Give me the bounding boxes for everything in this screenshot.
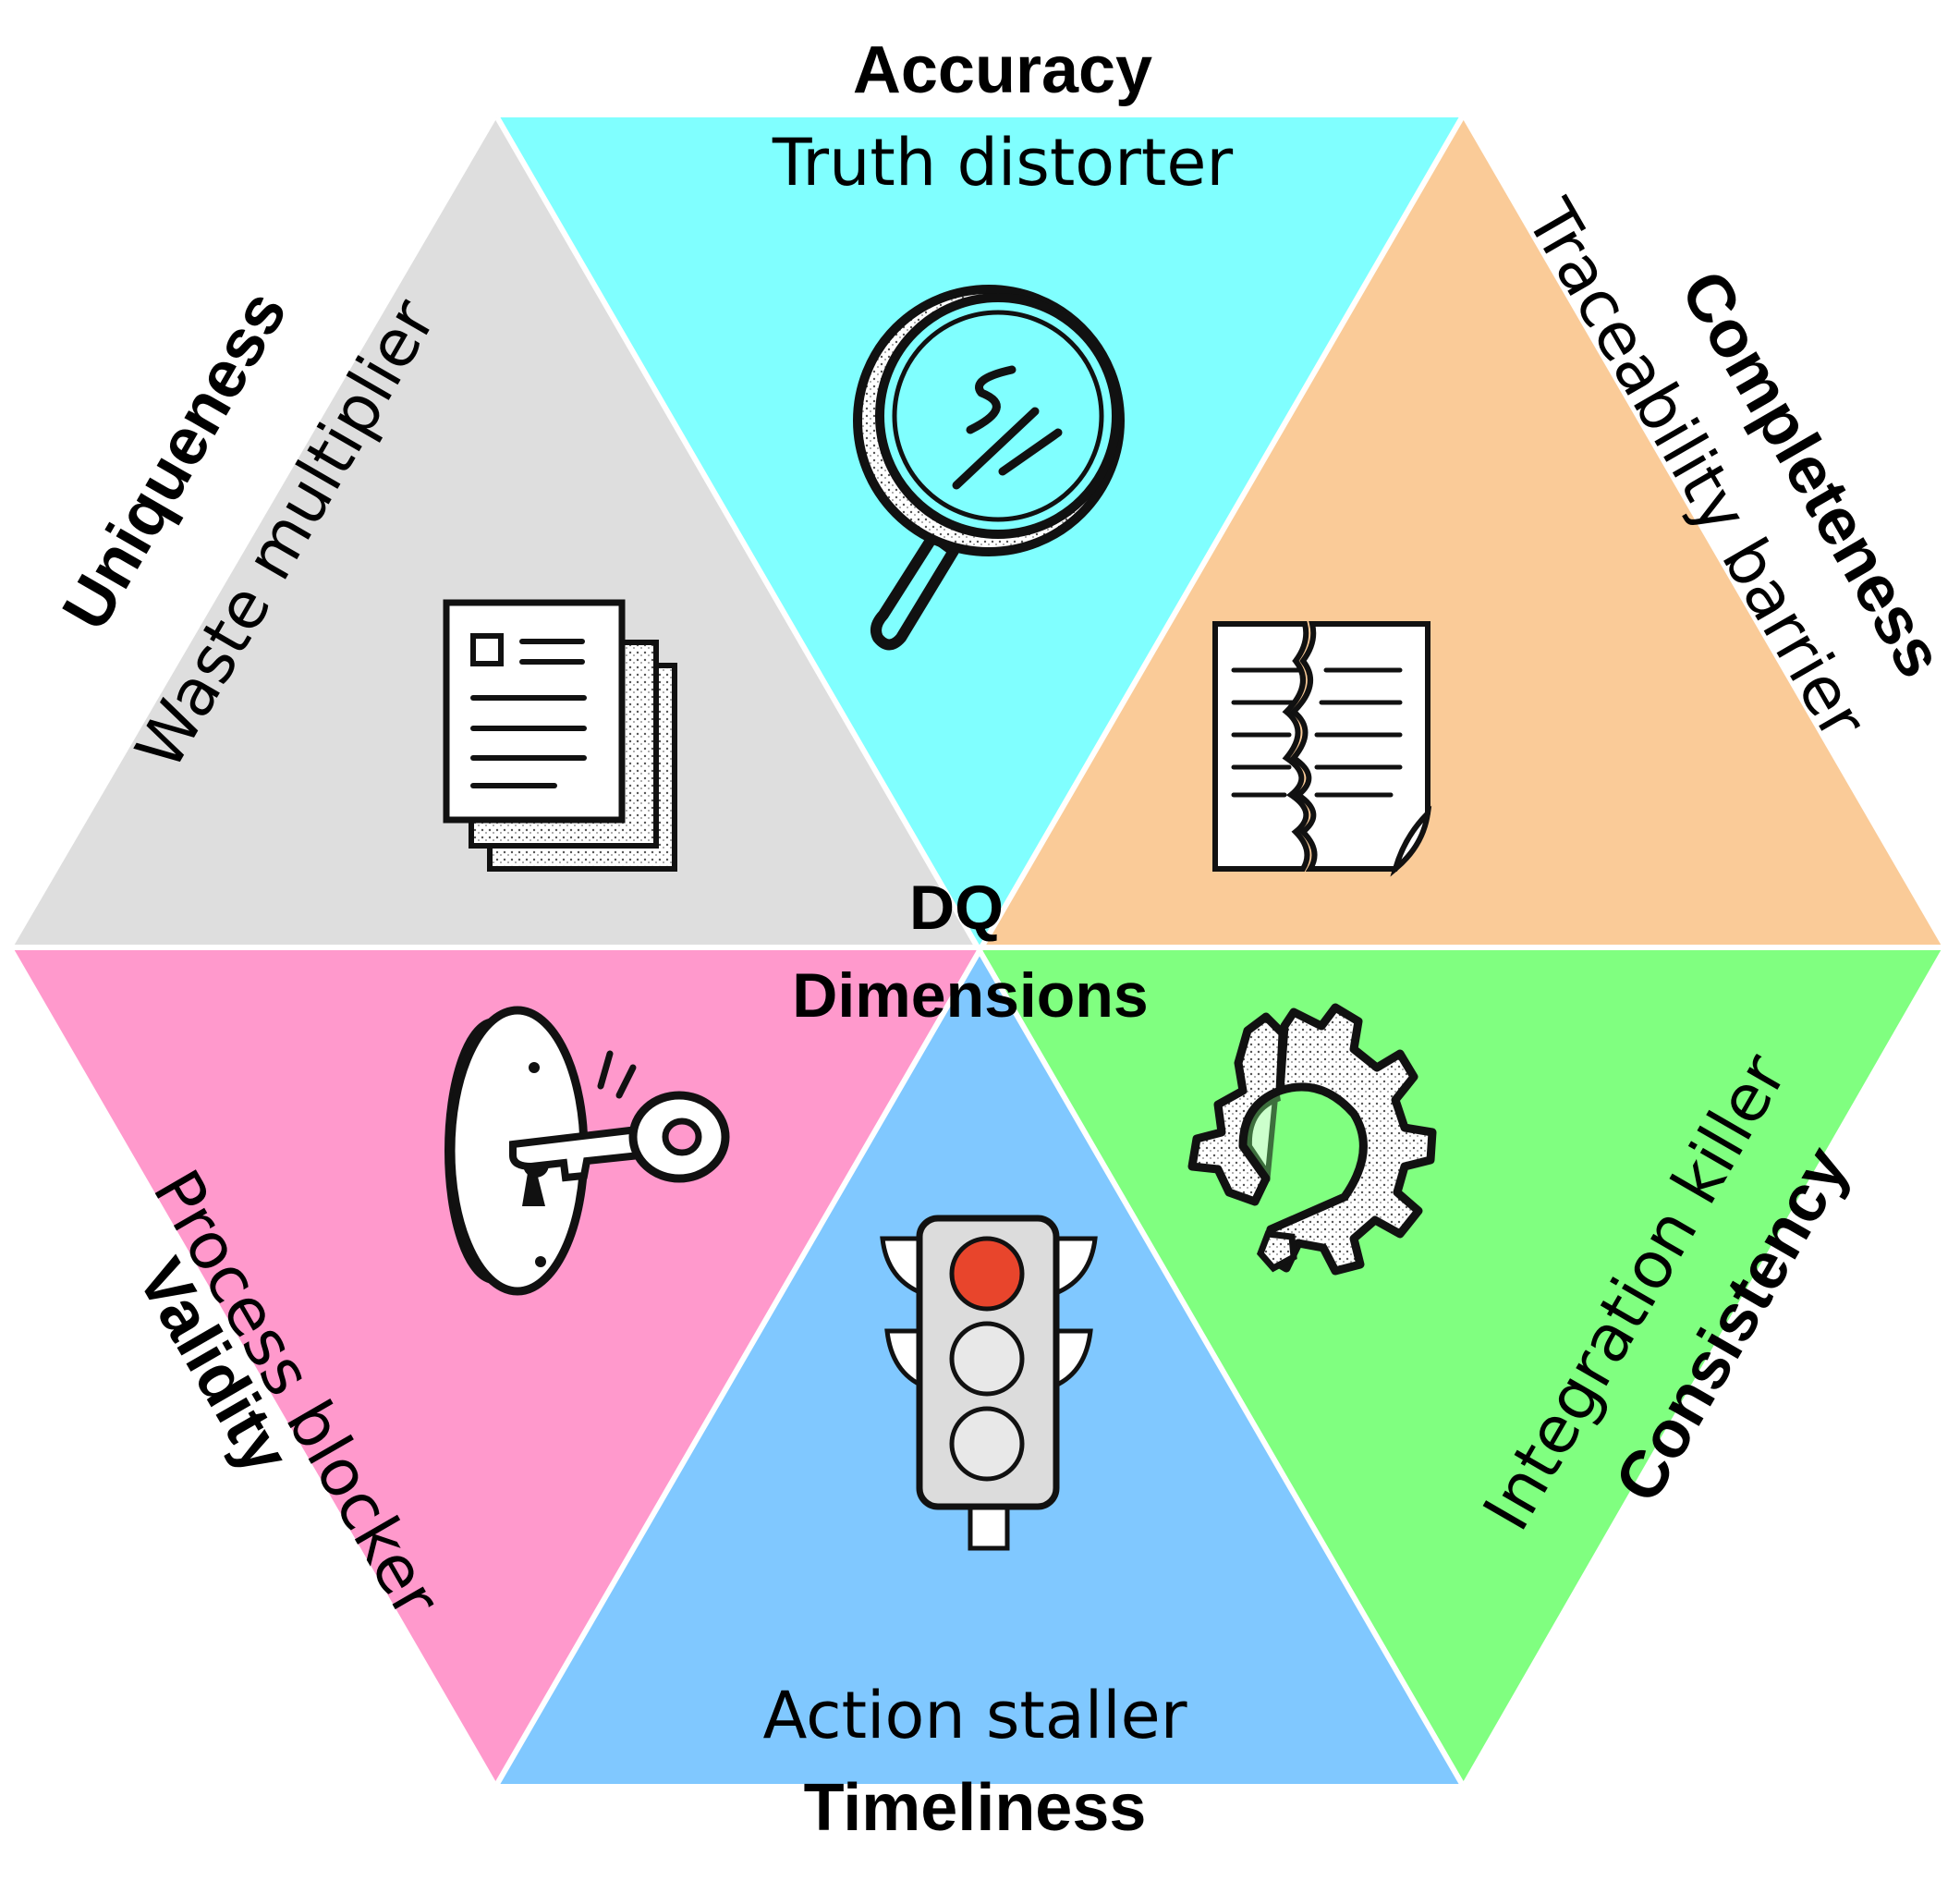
red-light [949,1236,1025,1312]
triangle-validity [13,947,980,1784]
magnifying-glass-icon [853,285,1125,651]
key-in-lock-icon [444,1006,730,1296]
center-label-line1: DQ [909,873,1004,943]
timeliness-subtitle: Action staller [762,1678,1187,1753]
separators [13,116,1942,1786]
timeliness-title: Timeliness [804,1771,1147,1845]
traffic-light-icon [880,1215,1098,1551]
triangle-uniqueness [13,117,980,947]
accuracy-title: Accuracy [853,33,1152,107]
accuracy-subtitle: Truth distorter [772,125,1234,201]
duplicate-documents-icon [443,599,677,872]
center-label-line2: Dimensions [792,960,1148,1031]
broken-gear-icon [1187,1003,1437,1276]
torn-document-icon [1212,621,1432,877]
